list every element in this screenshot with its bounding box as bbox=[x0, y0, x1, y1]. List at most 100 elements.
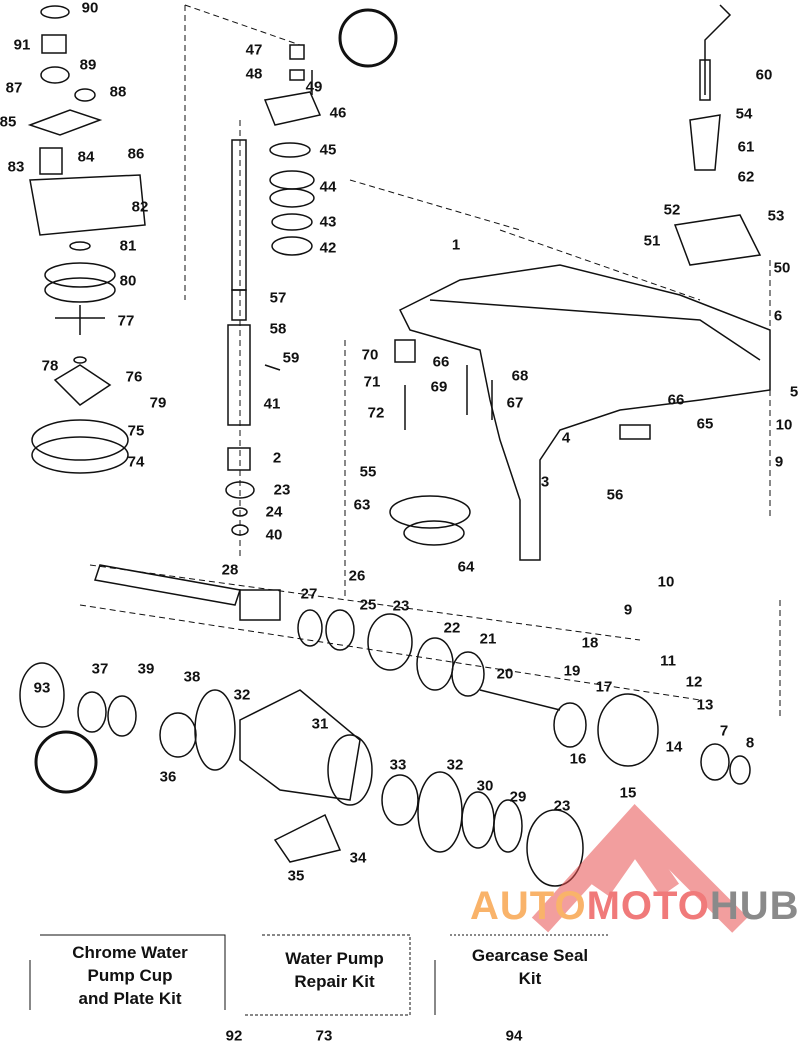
part-number-callout: 53 bbox=[767, 207, 785, 225]
part-number-callout: 10 bbox=[775, 416, 793, 434]
part-number-callout: 12 bbox=[685, 673, 703, 691]
water-pump-parts bbox=[27, 5, 146, 474]
part-number-callout: 38 bbox=[183, 668, 201, 686]
part-number-callout: 71 bbox=[363, 373, 381, 391]
part-number-callout: 22 bbox=[443, 619, 461, 637]
part-number-callout: 68 bbox=[511, 367, 529, 385]
part-number-callout: 62 bbox=[737, 168, 755, 186]
part-number-callout: 6 bbox=[773, 307, 783, 325]
part-number-callout: 29 bbox=[509, 788, 527, 806]
part-number-callout: 72 bbox=[367, 404, 385, 422]
part-number-callout: 3 bbox=[540, 473, 550, 491]
part-number-callout: 32 bbox=[233, 686, 251, 704]
detail-circle-top bbox=[338, 8, 398, 68]
part-number-callout: 76 bbox=[125, 368, 143, 386]
kit-label-line: Repair Kit bbox=[294, 972, 375, 991]
part-number-callout: 31 bbox=[311, 715, 329, 733]
part-number-callout: 11 bbox=[660, 652, 676, 670]
part-number-callout: 26 bbox=[348, 567, 366, 585]
part-number-callout: 1 bbox=[451, 236, 461, 254]
watermark-part: HUB bbox=[709, 884, 800, 928]
part-number-callout: 23 bbox=[273, 481, 291, 499]
part-number-callout: 87 bbox=[5, 79, 23, 97]
part-number-callout: 19 bbox=[563, 662, 581, 680]
kit-box-chrome-water-pump: Chrome Water Pump Cup and Plate Kit bbox=[55, 941, 205, 1010]
watermark-part: MOTO bbox=[586, 884, 710, 928]
part-number-callout: 78 bbox=[41, 357, 59, 375]
part-number-callout: 7 bbox=[719, 722, 729, 740]
part-number-callout: 18 bbox=[581, 634, 599, 652]
part-number-callout: 20 bbox=[496, 665, 514, 683]
detail-circle-bottom bbox=[34, 730, 98, 794]
part-number-callout: 21 bbox=[479, 630, 497, 648]
part-number-callout: 32 bbox=[446, 756, 464, 774]
part-number-callout: 37 bbox=[91, 660, 109, 678]
part-number-callout: 9 bbox=[774, 453, 784, 471]
part-number-callout: 43 bbox=[319, 213, 337, 231]
kit-boxes bbox=[29, 934, 610, 1016]
part-number-callout: 93 bbox=[33, 679, 51, 697]
part-number-callout: 70 bbox=[361, 346, 379, 364]
guide-lines bbox=[79, 4, 781, 720]
part-number-callout: 35 bbox=[287, 867, 305, 885]
part-number-callout: 88 bbox=[109, 83, 127, 101]
kit-box-water-pump-repair: Water Pump Repair Kit bbox=[262, 947, 407, 993]
part-number-callout: 23 bbox=[392, 597, 410, 615]
part-number-callout: 34 bbox=[349, 849, 367, 867]
part-number-callout: 56 bbox=[606, 486, 624, 504]
part-number-callout: 24 bbox=[265, 503, 283, 521]
part-number-callout: 85 bbox=[0, 113, 17, 131]
part-number-callout: 77 bbox=[117, 312, 135, 330]
part-number-callout: 5 bbox=[789, 383, 799, 401]
part-number-callout: 30 bbox=[476, 777, 494, 795]
part-number-callout: 13 bbox=[696, 696, 714, 714]
part-number-callout: 23 bbox=[553, 797, 571, 815]
part-number-callout: 66 bbox=[432, 353, 450, 371]
part-number-callout: 17 bbox=[595, 678, 613, 696]
part-number-callout: 94 bbox=[505, 1027, 523, 1045]
part-number-callout: 63 bbox=[353, 496, 371, 514]
part-number-callout: 42 bbox=[319, 239, 337, 257]
kit-label-line: Gearcase Seal bbox=[471, 946, 589, 965]
kit-label-line: Chrome Water bbox=[72, 943, 188, 962]
part-number-callout: 55 bbox=[359, 463, 377, 481]
part-number-callout: 52 bbox=[663, 201, 681, 219]
kit-label-line: Water Pump bbox=[285, 949, 384, 968]
part-number-callout: 82 bbox=[131, 198, 149, 216]
shift-parts bbox=[394, 4, 762, 430]
part-number-callout: 80 bbox=[119, 272, 137, 290]
part-number-callout: 64 bbox=[457, 558, 475, 576]
part-number-callout: 57 bbox=[269, 289, 287, 307]
part-number-callout: 74 bbox=[127, 453, 145, 471]
part-number-callout: 91 bbox=[13, 36, 31, 54]
part-number-callout: 84 bbox=[77, 148, 95, 166]
part-number-callout: 75 bbox=[127, 422, 145, 440]
part-number-callout: 59 bbox=[282, 349, 300, 367]
part-number-callout: 44 bbox=[319, 178, 337, 196]
part-number-callout: 45 bbox=[319, 141, 337, 159]
kit-label-line: and Plate Kit bbox=[78, 989, 182, 1008]
part-number-callout: 15 bbox=[619, 784, 637, 802]
driveshaft-parts bbox=[225, 44, 322, 536]
part-number-callout: 66 bbox=[667, 391, 685, 409]
part-number-callout: 39 bbox=[137, 660, 155, 678]
kit-box-gearcase-seal: Gearcase Seal Kit bbox=[445, 944, 615, 990]
part-number-callout: 83 bbox=[7, 158, 25, 176]
part-number-callout: 86 bbox=[127, 145, 145, 163]
part-number-callout: 90 bbox=[81, 0, 99, 17]
watermark-logo bbox=[531, 804, 748, 933]
kit-label-line: Kit bbox=[518, 969, 542, 988]
part-number-callout: 69 bbox=[430, 378, 448, 396]
part-number-callout: 25 bbox=[359, 596, 377, 614]
part-number-callout: 92 bbox=[225, 1027, 243, 1045]
part-number-callout: 28 bbox=[221, 561, 239, 579]
part-number-callout: 89 bbox=[79, 56, 97, 74]
part-number-callout: 58 bbox=[269, 320, 287, 338]
part-number-callout: 49 bbox=[305, 78, 323, 96]
part-number-callout: 60 bbox=[755, 66, 773, 84]
part-number-callout: 4 bbox=[561, 429, 571, 447]
part-number-callout: 73 bbox=[315, 1027, 333, 1045]
part-number-callout: 33 bbox=[389, 756, 407, 774]
